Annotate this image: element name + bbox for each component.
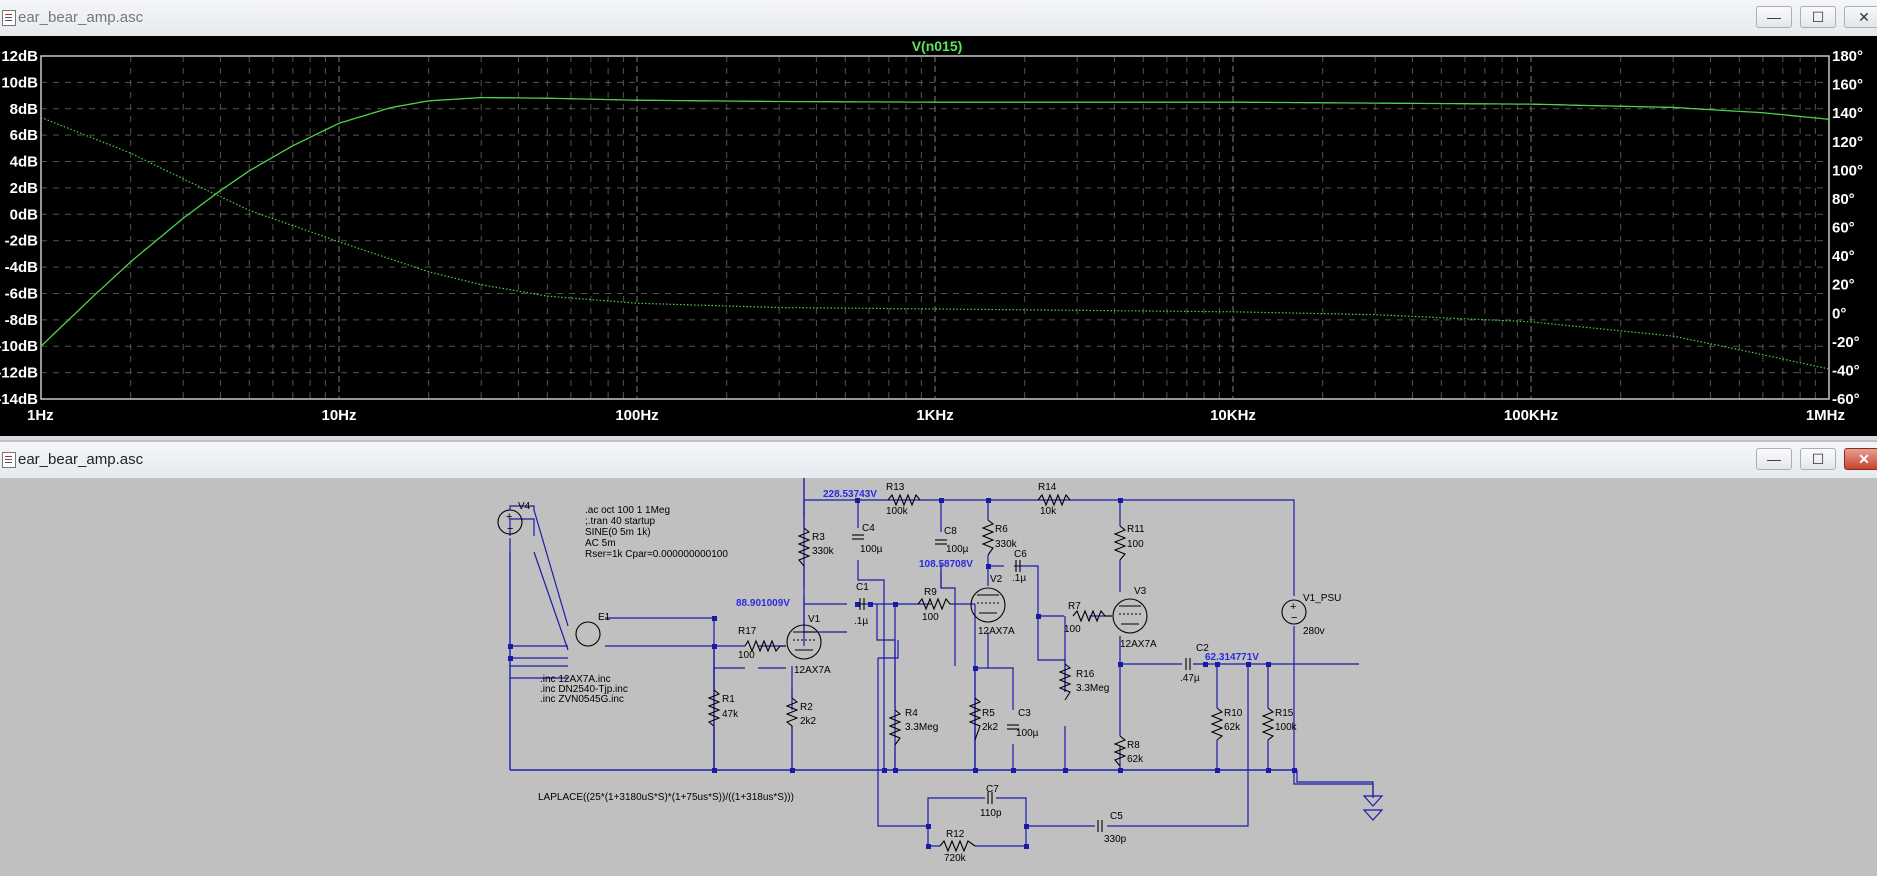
document-icon [2,10,16,26]
x-tick-label: 10Hz [321,407,356,424]
close-icon: ✕ [1858,451,1870,467]
maximize-icon: ☐ [1811,9,1825,25]
y-right-tick-label: 80° [1832,191,1855,208]
y-right-tick-label: 120° [1832,134,1863,151]
maximize-button[interactable]: ☐ [1800,6,1836,28]
x-tick-label: 1Hz [27,407,54,424]
minimize-button[interactable]: — [1756,6,1792,28]
maximize-icon: ☐ [1811,451,1825,467]
y-right-tick-label: 140° [1832,105,1863,122]
y-left-tick-label: -4dB [5,259,39,276]
y-left-tick-label: 2dB [10,180,39,197]
trace-title[interactable]: V(n015) [912,38,963,54]
y-left-tick-label: 4dB [10,154,39,171]
plot-traces [40,96,1830,370]
x-tick-label: 100Hz [615,407,658,424]
y-right-tick-label: 40° [1832,248,1855,265]
y-right-tick-label: 60° [1832,220,1855,237]
y-right-tick-label: 160° [1832,77,1863,94]
plot-grid [41,56,1829,399]
y-right-tick-label: 100° [1832,162,1863,179]
plot-window: ear_bear_amp.asc — ☐ ✕ 12dB 10dB 8dB 6dB 4dB… [0,0,1877,436]
mdi-background [0,436,1877,440]
y-right-tick-label: 0° [1832,305,1846,322]
trace-phase [40,116,1830,370]
schematic-canvas[interactable] [0,418,1877,871]
y-left-tick-label: 12dB [1,48,38,65]
schematic-wires [509,418,1384,807]
y-right-tick-label: -20° [1832,334,1860,351]
y-left-tick-label: -12dB [0,365,38,382]
waveform-plot-pane[interactable]: 12dB 10dB 8dB 6dB 4dB 2dB 0dB -2dB -4dB -6dB -8dB -… [0,36,1877,434]
schematic-close-button[interactable]: ✕ [1844,448,1877,470]
y-right-tick-label: 180° [1832,48,1863,65]
bode-plot[interactable]: 12dB 10dB 8dB 6dB 4dB 2dB 0dB -2dB -4dB -6dB -8dB -… [0,36,1877,434]
trace-magnitude [40,96,1830,347]
schematic-window-title: ear_bear_amp.asc [18,451,144,468]
schematic-maximize-button[interactable]: ☐ [1800,448,1836,470]
x-tick-label: 1MHz [1806,407,1845,424]
y-left-tick-label: -6dB [5,285,39,302]
y-left-tick-label: 0dB [10,206,39,223]
schematic-window-titlebar[interactable]: ear_bear_amp.asc — ☐ ✕ [0,442,1877,479]
schematic-minimize-button[interactable]: — [1756,448,1792,470]
y-left-tick-label: -10dB [0,338,38,355]
y-left-tick-label: 10dB [1,74,38,91]
minimize-icon: — [1767,451,1781,467]
close-button[interactable]: ✕ [1844,6,1877,28]
y-tick-labels: 12dB 10dB 8dB 6dB 4dB 2dB 0dB -2dB -4dB -6dB -8dB -… [0,48,1863,408]
y-left-tick-label: 6dB [10,127,39,144]
minimize-icon: — [1767,9,1781,25]
plot-window-title: ear_bear_amp.asc [18,9,144,26]
y-right-tick-label: -40° [1832,362,1860,379]
x-tick-labels: 1Hz 10Hz 100Hz 1KHz 10KHz 100KHz 1MHz [27,407,1845,424]
x-tick-label: 1KHz [916,407,954,424]
schematic-doc-icon [2,452,16,468]
schematic-drawing[interactable] [0,418,1877,871]
y-left-tick-label: 8dB [10,101,39,118]
y-right-tick-label: -60° [1832,391,1860,408]
plot-window-titlebar[interactable]: ear_bear_amp.asc — ☐ ✕ [0,0,1877,37]
x-tick-label: 100KHz [1504,407,1558,424]
y-left-tick-label: -2dB [5,233,39,250]
y-right-tick-label: 20° [1832,277,1855,294]
y-left-tick-label: -8dB [5,312,39,329]
close-icon: ✕ [1858,9,1870,25]
x-tick-label: 10KHz [1210,407,1256,424]
y-left-tick-label: -14dB [0,391,38,408]
